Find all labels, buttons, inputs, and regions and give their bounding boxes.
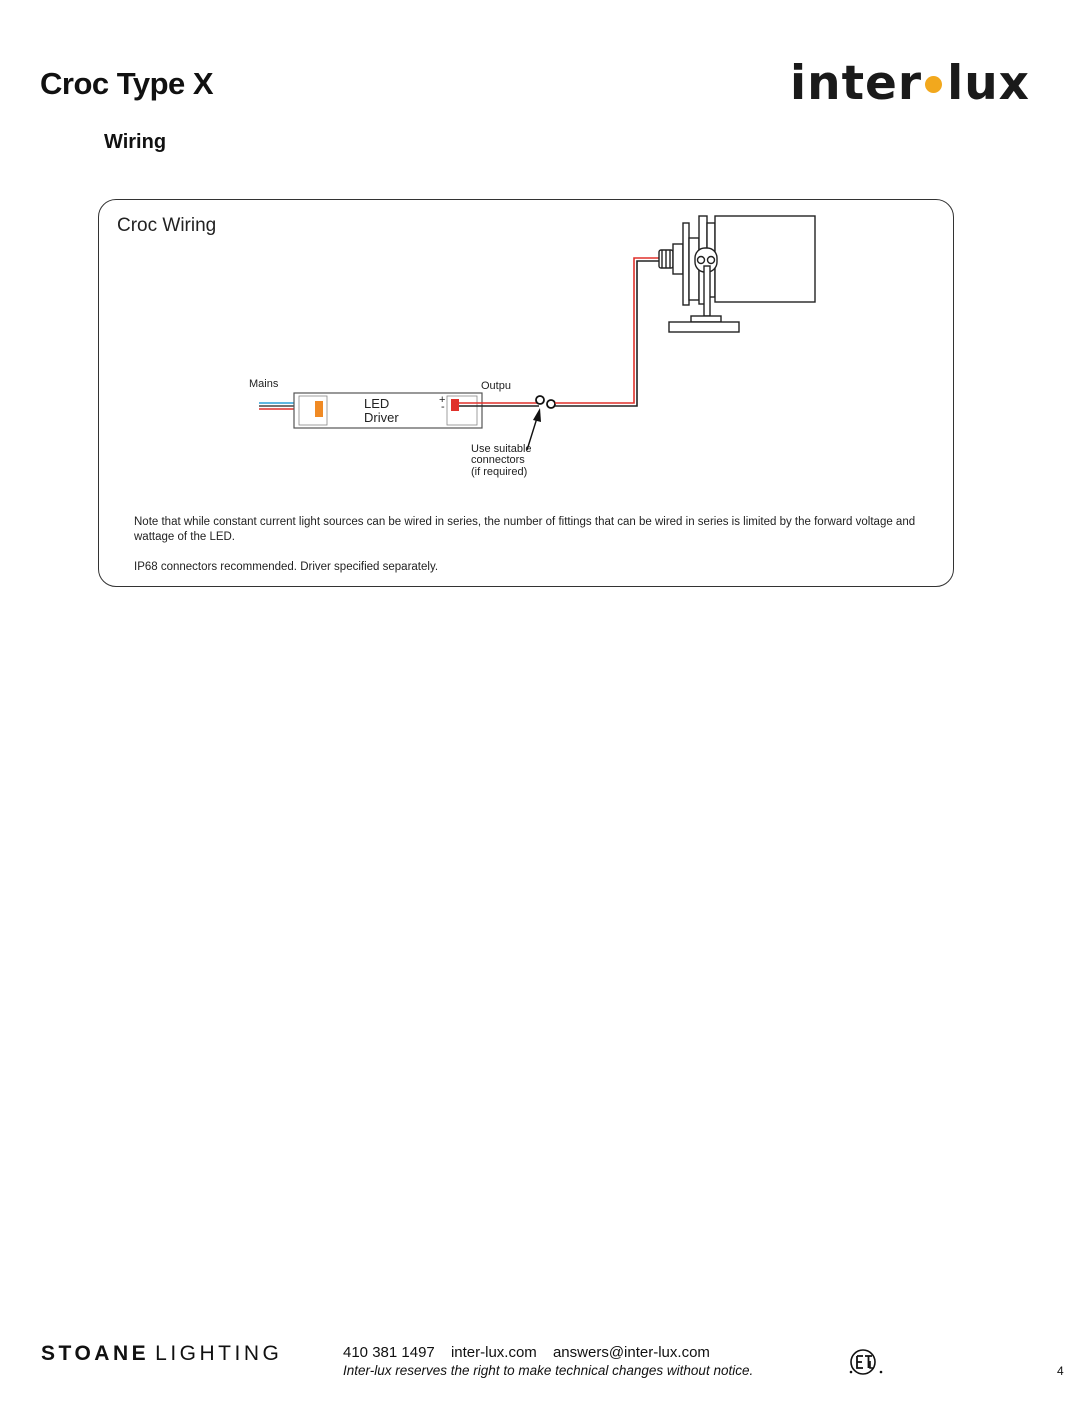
output-terminal-icon [451,399,459,411]
driver-label-line2: Driver [364,410,399,425]
note-connectors: IP68 connectors recommended. Driver spec… [134,561,439,573]
wiring-diagram: Mains LED Driver + - Outpu [249,215,816,478]
footer-email-link[interactable]: answers@inter-lux.com [552,1344,710,1361]
polarity-minus: - [441,401,445,413]
footer-phone: 410 381 1497 [343,1344,435,1361]
output-label: Outpu [481,380,511,392]
output-wires [459,402,539,407]
driver-label-line1: LED [364,396,389,411]
footer-disclaimer: Inter-lux reserves the right to make tec… [343,1363,754,1378]
connector-note-line1: Use suitable [471,443,532,455]
mains-label: Mains [249,378,279,390]
logo-dot-icon [925,76,943,93]
footer-website-link[interactable]: inter-lux.com [450,1344,537,1361]
connector-icon [535,395,556,409]
connector-note-line2: connectors [471,454,525,466]
connector-arrow-icon [526,408,541,451]
polarity-plus: + [439,394,445,406]
footer-contact: 410 381 1497 inter-lux.com answers@inter… [343,1344,722,1361]
connector-note-line3: (if required) [471,466,527,478]
croc-fitting-icon [658,215,816,333]
page-number: 4 [1057,1364,1064,1378]
panel-title: Croc Wiring [117,215,217,236]
input-terminal-icon [315,401,323,417]
page-title: Croc Type X [40,66,214,101]
etl-certification-icon [849,1349,883,1375]
note-series: Note that while constant current light s… [134,516,916,543]
led-driver [293,392,483,429]
fitting-wires [555,257,659,407]
section-title: Wiring [104,131,167,153]
wiring-notes: Note that while constant current light s… [134,515,944,590]
wiring-panel: Croc Wiring Mains LED Driver + - Outpu [98,199,954,587]
